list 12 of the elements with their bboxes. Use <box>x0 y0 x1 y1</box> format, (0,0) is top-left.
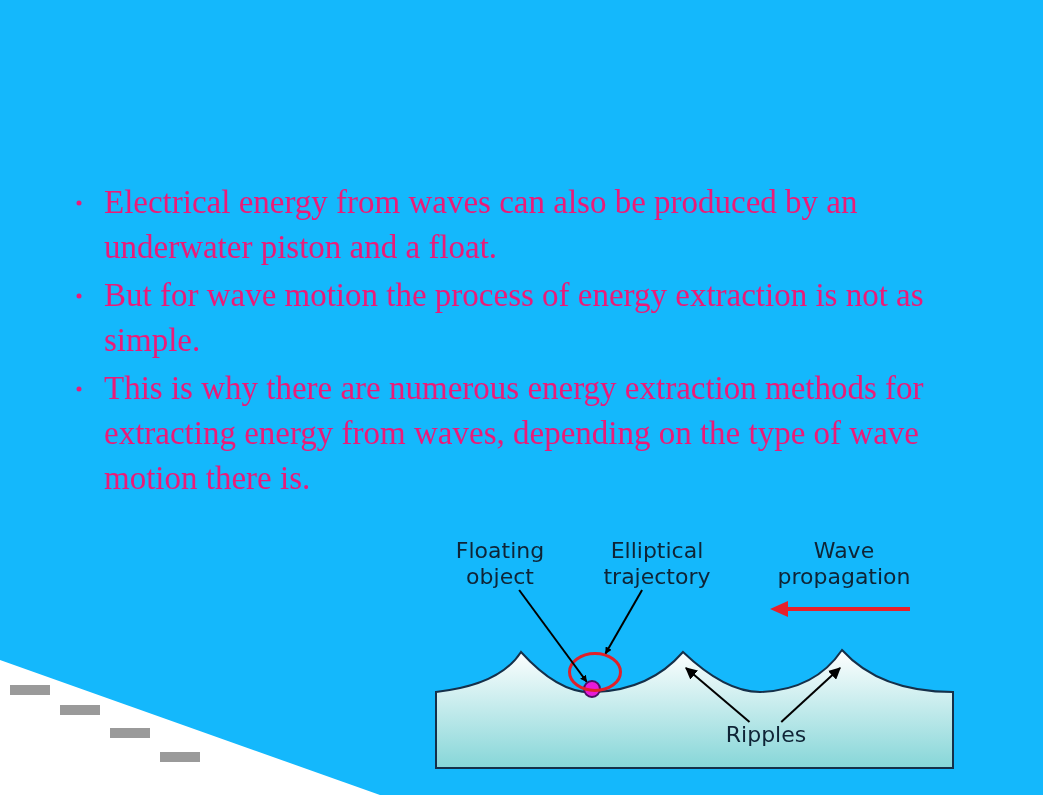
leader-line <box>685 667 751 723</box>
leader-line <box>604 589 644 655</box>
callout-label: Ripples <box>718 722 814 750</box>
leader-line <box>780 667 841 723</box>
callout-label: Floating object <box>448 538 552 590</box>
leader-line <box>518 589 588 683</box>
bullet-text: Electrical energy from waves can also be produced by an underwater piston and a float. <box>104 180 1004 270</box>
bullet-text: But for wave motion the process of energy extraction is not as simple. <box>104 273 1004 363</box>
callout-label: Elliptical trajectory <box>592 538 722 590</box>
trajectory-ellipse <box>568 652 622 692</box>
bullet-text: This is why there are numerous energy extraction methods for extracting energy from waves, depending on the type of wave motion there is. <box>104 366 1004 501</box>
arrow-caption: Wave propagation <box>776 538 912 590</box>
